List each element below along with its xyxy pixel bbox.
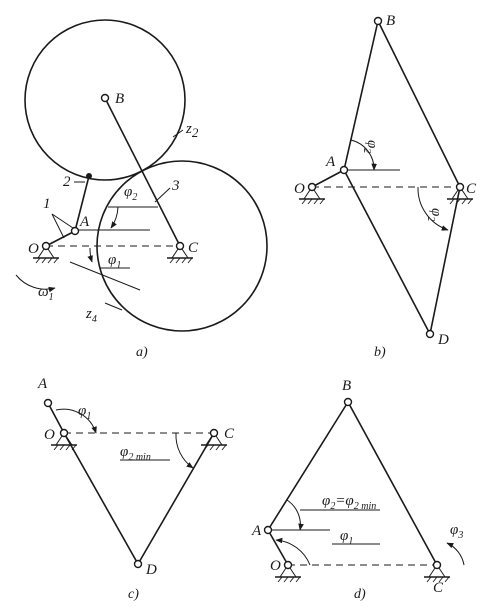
- label-a: A: [251, 523, 262, 539]
- joint-c: [432, 560, 442, 570]
- gear-z2-circle: [24, 19, 186, 181]
- link-bc: [377, 20, 461, 188]
- label-omega1: ω1: [38, 284, 54, 303]
- caption-c: c): [128, 587, 139, 602]
- joint-o: [59, 428, 69, 438]
- label-o: O: [294, 181, 305, 197]
- joint-a: [43, 398, 53, 408]
- label-d: D: [437, 332, 449, 348]
- link-2: [74, 175, 90, 232]
- phi1-arc: [87, 247, 93, 263]
- label-d: D: [145, 562, 157, 578]
- joint-a: [70, 226, 80, 236]
- joint-b: [100, 93, 110, 103]
- phi2-top-arc: [350, 139, 377, 171]
- label-z4: z4: [85, 306, 97, 325]
- label-phi2-eq: φ2=φ2 min: [322, 493, 376, 512]
- label-link-1: 1: [43, 196, 51, 212]
- joint-b: [373, 16, 383, 26]
- label-phi2min: φ2 min: [120, 444, 151, 463]
- label-c: C: [466, 181, 477, 197]
- label-a: A: [37, 376, 48, 392]
- label-b: B: [342, 378, 351, 394]
- label-c: C: [224, 426, 235, 442]
- phi1-arc: [55, 408, 97, 434]
- joint-c: [209, 428, 219, 438]
- label-a: A: [79, 214, 90, 230]
- omega1-arrow: [15, 274, 56, 293]
- label-phi2: φ2: [124, 184, 137, 203]
- panel-b: B A O C D φ2 φ2 b): [294, 13, 477, 360]
- crank-oa: [45, 230, 76, 247]
- contact-point: [86, 173, 92, 179]
- link-ad: [343, 169, 431, 335]
- joint-b: [343, 397, 353, 407]
- phi3-arc: [446, 542, 465, 566]
- label-link-2: 2: [63, 174, 71, 190]
- phi1-arc: [275, 537, 311, 566]
- link-cd: [429, 186, 461, 335]
- label-b: B: [386, 13, 395, 29]
- label-o: O: [28, 241, 39, 257]
- label-c: C: [188, 240, 199, 256]
- label-c: C: [433, 580, 444, 596]
- link-ab: [343, 20, 379, 171]
- label-phi3: φ3: [450, 522, 463, 541]
- label-phi1: φ1: [108, 252, 121, 271]
- phi2-arc: [110, 206, 119, 229]
- joint-a: [339, 165, 349, 175]
- phi2-arc: [286, 499, 304, 531]
- joint-d: [133, 559, 143, 569]
- phi2-bottom-arc: [417, 186, 449, 231]
- link-bc: [347, 401, 438, 566]
- panel-a: B A O C z2 z4 1 2 3 φ2 φ1 ω1 a): [15, 19, 268, 360]
- link-cd: [137, 432, 215, 565]
- label-o: O: [44, 427, 55, 443]
- joint-c: [455, 182, 465, 192]
- label-phi2-top: φ2: [361, 140, 380, 153]
- joint-o: [307, 182, 317, 192]
- caption-d: d): [354, 587, 366, 602]
- label-a: A: [325, 154, 336, 170]
- caption-b: b): [374, 345, 386, 360]
- label-link-3: 3: [171, 178, 180, 194]
- joint-a: [263, 525, 273, 535]
- label-o: O: [270, 558, 281, 574]
- label-phi2-bottom: φ2: [425, 208, 444, 221]
- crank-oa: [311, 169, 345, 188]
- panel-d: B A O C φ2=φ2 min φ1 φ3 d): [251, 378, 465, 602]
- crank-oa: [267, 529, 289, 566]
- label-z2: z2: [185, 121, 199, 140]
- link-ad: [63, 432, 139, 565]
- panel-c: A O C D φ1 φ2 min c): [37, 376, 235, 602]
- label-phi1: φ1: [78, 403, 91, 422]
- phi2min-arc: [175, 432, 194, 469]
- joint-c: [175, 241, 185, 251]
- joint-d: [425, 329, 435, 339]
- label-phi1: φ1: [340, 528, 353, 547]
- caption-a: a): [136, 345, 148, 360]
- label-b: B: [115, 91, 124, 107]
- joint-o: [283, 560, 293, 570]
- joint-o: [41, 241, 51, 251]
- link-ab: [267, 401, 349, 531]
- crank-oa: [47, 402, 65, 434]
- link-bc: [104, 97, 181, 247]
